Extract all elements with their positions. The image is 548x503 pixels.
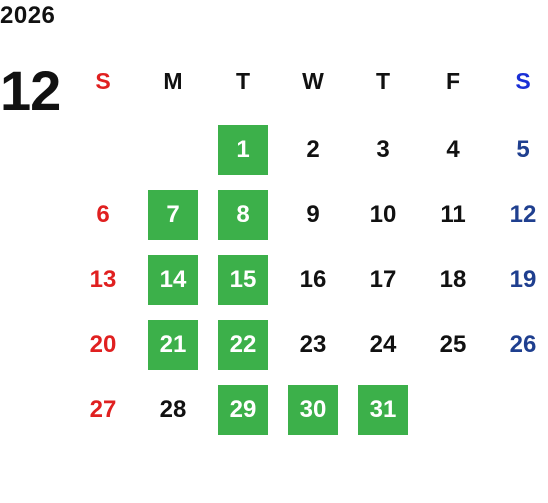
day-cell[interactable]: 4: [418, 120, 488, 185]
month-number: 12: [0, 59, 61, 122]
day-number: 17: [369, 266, 397, 293]
day-number: 11: [440, 201, 466, 228]
day-number: 3: [376, 136, 390, 163]
day-number: 2: [306, 136, 320, 163]
day-cell[interactable]: 25: [418, 315, 488, 380]
day-number: 5: [516, 136, 530, 163]
weekday-saturday: S: [515, 68, 531, 94]
day-number: 13: [89, 266, 117, 293]
day-cell[interactable]: 7: [138, 185, 208, 250]
day-number: 10: [369, 201, 397, 228]
day-cell[interactable]: 9: [278, 185, 348, 250]
day-cell[interactable]: 10: [348, 185, 418, 250]
weekday-friday: F: [445, 68, 461, 94]
day-cell[interactable]: 17: [348, 250, 418, 315]
day-cell[interactable]: 31: [348, 380, 418, 445]
day-cell[interactable]: 14: [138, 250, 208, 315]
day-number: 28: [159, 396, 187, 423]
day-cell[interactable]: 22: [208, 315, 278, 380]
day-cell[interactable]: 1: [208, 120, 278, 185]
day-number: 9: [306, 201, 320, 228]
day-cell[interactable]: 30: [278, 380, 348, 445]
day-number: 19: [509, 266, 537, 293]
day-cell[interactable]: 12: [488, 185, 548, 250]
day-number-highlighted: 14: [148, 255, 198, 305]
day-cell[interactable]: 28: [138, 380, 208, 445]
day-number-highlighted: 29: [218, 385, 268, 435]
day-cell[interactable]: 13: [68, 250, 138, 315]
day-cell[interactable]: 6: [68, 185, 138, 250]
year-label: 2026: [0, 2, 56, 29]
day-cell[interactable]: 8: [208, 185, 278, 250]
day-number: 26: [509, 331, 537, 358]
day-number: 25: [439, 331, 467, 358]
day-number: 12: [509, 201, 537, 228]
day-number: 20: [89, 331, 117, 358]
day-number: 6: [96, 201, 110, 228]
day-number-highlighted: 30: [288, 385, 338, 435]
day-cell[interactable]: 5: [488, 120, 548, 185]
day-number: 24: [369, 331, 397, 358]
day-number-highlighted: 1: [218, 125, 268, 175]
weekday-sunday: S: [95, 68, 111, 94]
day-number-highlighted: 21: [148, 320, 198, 370]
day-number: 4: [446, 136, 460, 163]
day-cell[interactable]: 26: [488, 315, 548, 380]
day-number-highlighted: 22: [218, 320, 268, 370]
day-cell[interactable]: 19: [488, 250, 548, 315]
day-cell[interactable]: 11: [418, 185, 488, 250]
day-number-highlighted: 15: [218, 255, 268, 305]
day-number: 16: [299, 266, 327, 293]
day-number-highlighted: 8: [218, 190, 268, 240]
weekday-thursday: T: [375, 68, 391, 94]
day-number-highlighted: 31: [358, 385, 408, 435]
day-number: 18: [439, 266, 467, 293]
day-cell[interactable]: 23: [278, 315, 348, 380]
day-number-highlighted: 7: [148, 190, 198, 240]
day-cell[interactable]: 16: [278, 250, 348, 315]
day-cell[interactable]: 29: [208, 380, 278, 445]
day-number: 23: [299, 331, 327, 358]
day-cell[interactable]: 15: [208, 250, 278, 315]
day-cell[interactable]: 24: [348, 315, 418, 380]
weekday-monday: M: [163, 68, 183, 94]
weekday-tuesday: T: [235, 68, 251, 94]
day-cell[interactable]: 21: [138, 315, 208, 380]
weekday-wednesday: W: [302, 68, 324, 94]
day-cell[interactable]: 18: [418, 250, 488, 315]
day-cell[interactable]: 20: [68, 315, 138, 380]
day-cell[interactable]: 3: [348, 120, 418, 185]
day-cell[interactable]: 27: [68, 380, 138, 445]
day-number: 27: [89, 396, 117, 423]
day-cell[interactable]: 2: [278, 120, 348, 185]
